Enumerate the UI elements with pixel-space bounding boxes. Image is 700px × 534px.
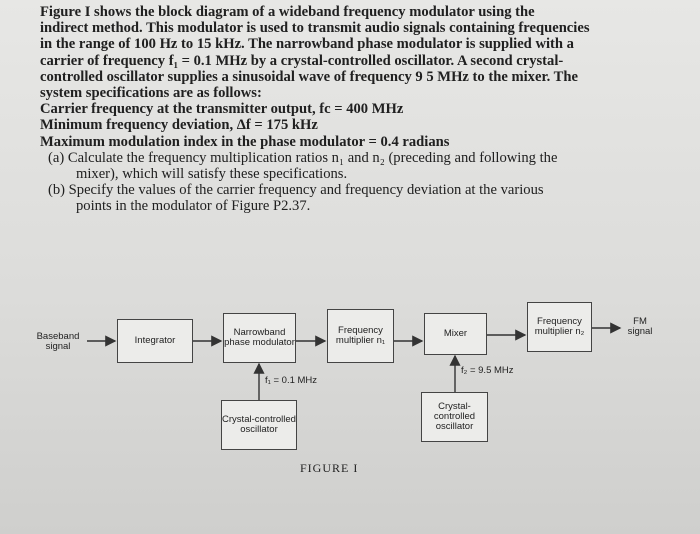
mixer-label: Mixer (443, 328, 468, 339)
crystal-oscillator-1-label: Crystal-controlled oscillator (222, 414, 296, 435)
spec-mod-index: Maximum modulation index in the phase mo… (40, 133, 450, 150)
frequency-multiplier-2-label: Frequency multiplier n₂ (534, 316, 585, 337)
crystal-oscillator-2-block: Crystal-controlled oscillator (421, 392, 488, 442)
question-a-line-1: (a) Calculate the frequency multiplicati… (48, 149, 558, 166)
text-line-5: controlled oscillator supplies a sinusoi… (40, 68, 578, 85)
integrator-label: Integrator (134, 335, 176, 346)
frequency-multiplier-2-block: Frequency multiplier n₂ (527, 302, 592, 352)
question-a-line-2: mixer), which will satisfy these specifi… (76, 166, 348, 183)
spec-deviation: Minimum frequency deviation, Δf = 175 kH… (40, 117, 318, 134)
text-line-2: indirect method. This modulator is used … (40, 20, 590, 37)
frequency-multiplier-1-block: Frequency multiplier n₁ (327, 309, 394, 363)
text-line-6: system specifications are as follows: (40, 85, 262, 102)
fm-signal-label: FM signal (627, 316, 653, 337)
f1-label: f₁ = 0.1 MHz (265, 375, 318, 386)
integrator-block: Integrator (117, 319, 193, 363)
crystal-oscillator-1-block: Crystal-controlled oscillator (221, 400, 297, 450)
baseband-signal-label: Baseband signal (36, 331, 80, 352)
text-line-3: in the range of 100 Hz to 15 kHz. The na… (40, 36, 574, 53)
frequency-multiplier-1-label: Frequency multiplier n₁ (335, 325, 386, 346)
f2-label: f₂ = 9.5 MHz (461, 365, 514, 376)
crystal-oscillator-2-label: Crystal-controlled oscillator (433, 401, 476, 432)
narrowband-modulator-label: Narrowband phase modulator (224, 327, 295, 348)
question-b-line-2: points in the modulator of Figure P2.37. (76, 198, 311, 215)
text-line-4: carrier of frequency f₁ = 0.1 MHz by a c… (40, 52, 564, 69)
figure-caption: FIGURE I (300, 461, 359, 475)
mixer-block: Mixer (424, 313, 487, 355)
spec-carrier: Carrier frequency at the transmitter out… (40, 101, 404, 118)
question-b-line-1: (b) Specify the values of the carrier fr… (48, 182, 544, 199)
text-line-1: Figure I shows the block diagram of a wi… (40, 4, 535, 20)
problem-text: Figure I shows the block diagram of a wi… (40, 4, 670, 215)
narrowband-modulator-block: Narrowband phase modulator (223, 313, 296, 363)
